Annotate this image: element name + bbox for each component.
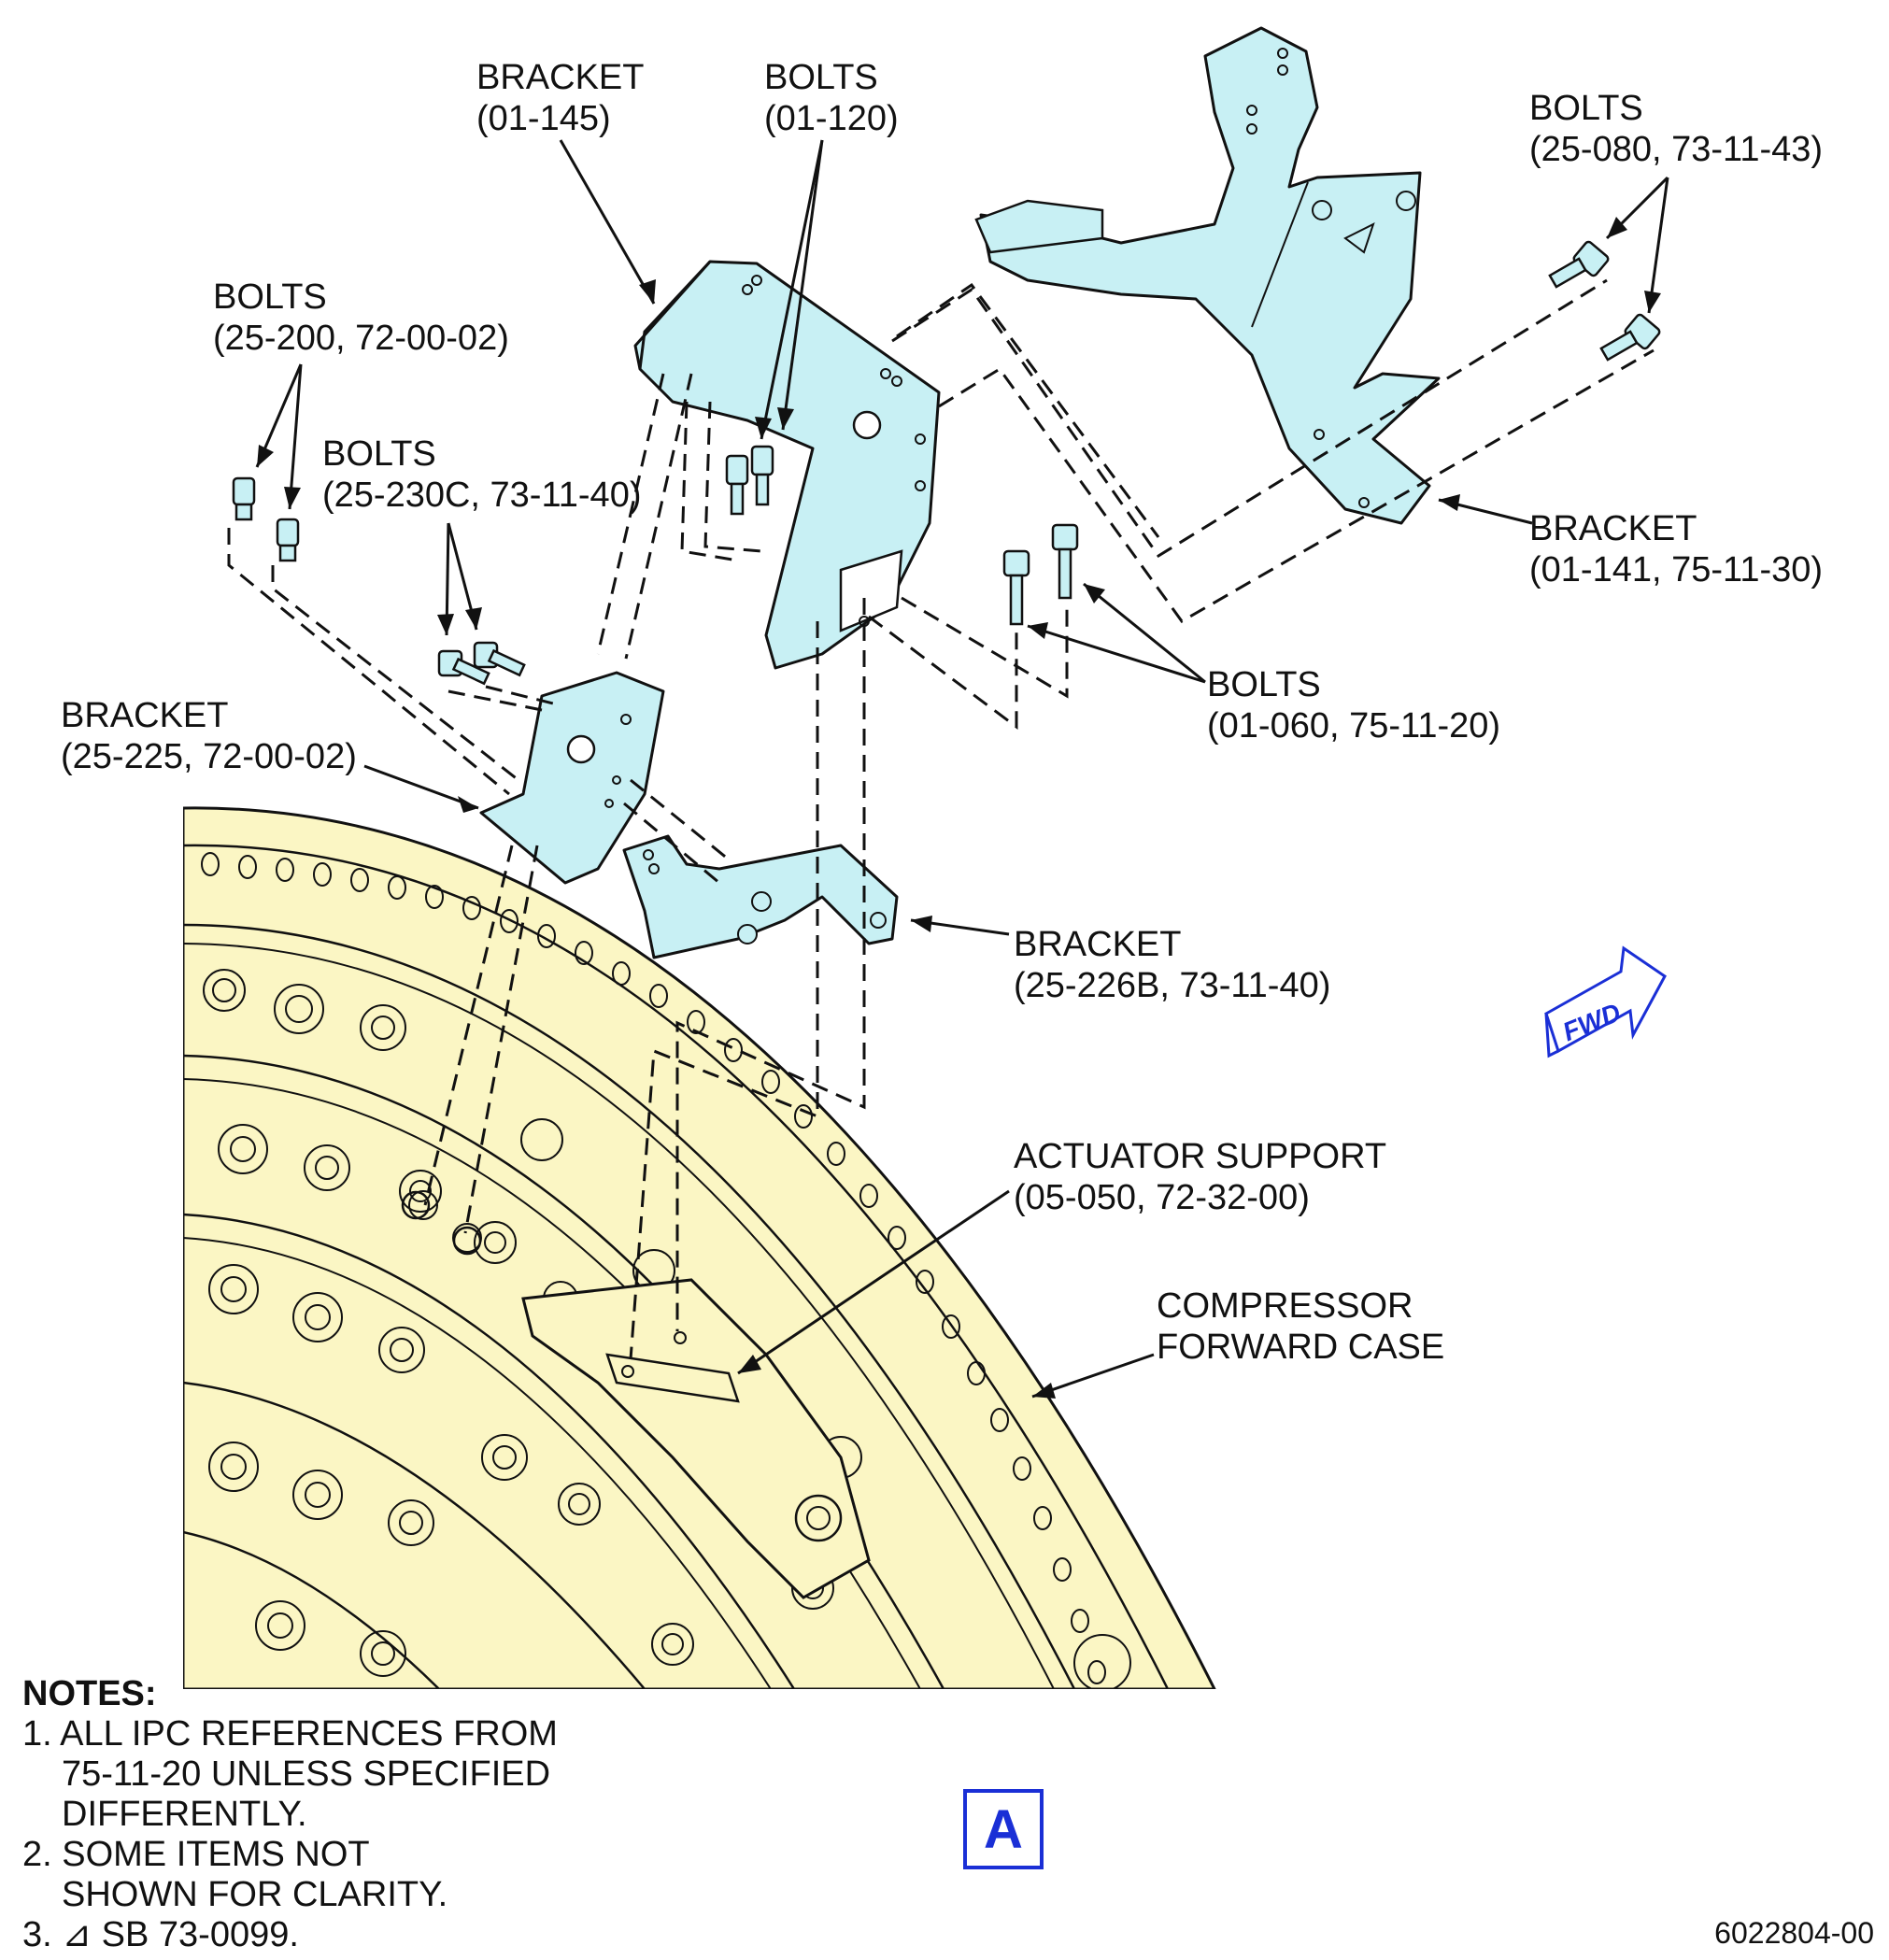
bolts-01-060-shapes (1002, 523, 1079, 626)
bracket-25-225-shape (479, 671, 665, 885)
bolts-25-200-shapes (232, 476, 300, 562)
view-label: A (984, 1798, 1023, 1860)
bolts-01-120-label: BOLTS(01-120) (764, 58, 899, 138)
note-3: 3. ⊿ SB 73-0099. (22, 1915, 299, 1954)
compressor-forward-case (183, 806, 1216, 1689)
label-line2: (01-120) (764, 99, 899, 138)
label-line1: BRACKET (1529, 509, 1697, 548)
bolts-25-230c-shapes (437, 641, 526, 686)
label-line2: (01-141, 75-11-30) (1529, 550, 1823, 589)
bolts-01-060-label: BOLTS(01-060, 75-11-20) (1207, 665, 1500, 746)
bracket-25-226b-shape (622, 834, 899, 959)
note-1: 1. ALL IPC REFERENCES FROM (22, 1714, 558, 1754)
actuator-support-label: ACTUATOR SUPPORT(05-050, 72-32-00) (1014, 1137, 1386, 1217)
bolts-25-080-label: BOLTS(25-080, 73-11-43) (1529, 89, 1823, 169)
label-line2: (05-050, 72-32-00) (1014, 1178, 1310, 1217)
bracket-01-145-shape (633, 260, 941, 670)
label-line1: ACTUATOR SUPPORT (1014, 1137, 1386, 1176)
bolts-25-200-label: BOLTS(25-200, 72-00-02) (213, 277, 509, 358)
note-1-cont-2: DIFFERENTLY. (62, 1795, 307, 1834)
label-line2: (25-226B, 73-11-40) (1014, 966, 1330, 1005)
label-line2: (25-230C, 73-11-40) (322, 476, 641, 515)
bracket-01-141-shape (974, 26, 1441, 525)
actuator-support (401, 1190, 871, 1599)
bracket-25-226b-label: BRACKET(25-226B, 73-11-40) (1014, 925, 1330, 1005)
label-line2: (25-225, 72-00-02) (61, 737, 357, 776)
notes-block: NOTES: 1. ALL IPC REFERENCES FROM 75-11-… (22, 1674, 558, 1955)
label-line2: (25-080, 73-11-43) (1529, 130, 1823, 169)
label-line2: (01-060, 75-11-20) (1207, 706, 1500, 746)
label-line1: BOLTS (1529, 89, 1643, 128)
note-2-cont: SHOWN FOR CLARITY. (62, 1875, 448, 1914)
forward-direction-arrow: FWD (1544, 945, 1667, 1058)
label-line1: BRACKET (1014, 925, 1181, 964)
label-line1: BOLTS (1207, 665, 1321, 704)
label-line1: BRACKET (61, 696, 228, 735)
bolts-25-080-shapes (1548, 240, 1661, 362)
bracket-25-225-label: BRACKET(25-225, 72-00-02) (61, 696, 357, 776)
note-2: 2. SOME ITEMS NOT (22, 1835, 370, 1874)
label-line1: BOLTS (213, 277, 327, 317)
notes-title: NOTES: (22, 1674, 157, 1713)
bolts-25-230c-label: BOLTS(25-230C, 73-11-40) (322, 434, 641, 515)
label-line1: BOLTS (764, 58, 878, 97)
callouts: BRACKET(01-145) BOLTS(01-120) BOLTS(25-0… (61, 58, 1823, 1367)
note-1-cont-1: 75-11-20 UNLESS SPECIFIED (62, 1754, 551, 1794)
label-line2: (01-145) (476, 99, 611, 138)
label-line1: BRACKET (476, 58, 644, 97)
bolts-01-120-shapes (725, 445, 774, 516)
leader-arrowheads (257, 217, 1661, 1399)
figure-number: 6022804-00 (1714, 1916, 1874, 1950)
bracket-01-141-label: BRACKET(01-141, 75-11-30) (1529, 509, 1823, 589)
view-label-box: A (963, 1789, 1044, 1869)
assembly-dashed-lines (227, 278, 1655, 1360)
bracket-01-145-label: BRACKET(01-145) (476, 58, 644, 138)
label-line2: (25-200, 72-00-02) (213, 319, 509, 358)
label-line1: BOLTS (322, 434, 436, 474)
label-line2: FORWARD CASE (1157, 1328, 1444, 1367)
label-line1: COMPRESSOR (1157, 1286, 1413, 1326)
